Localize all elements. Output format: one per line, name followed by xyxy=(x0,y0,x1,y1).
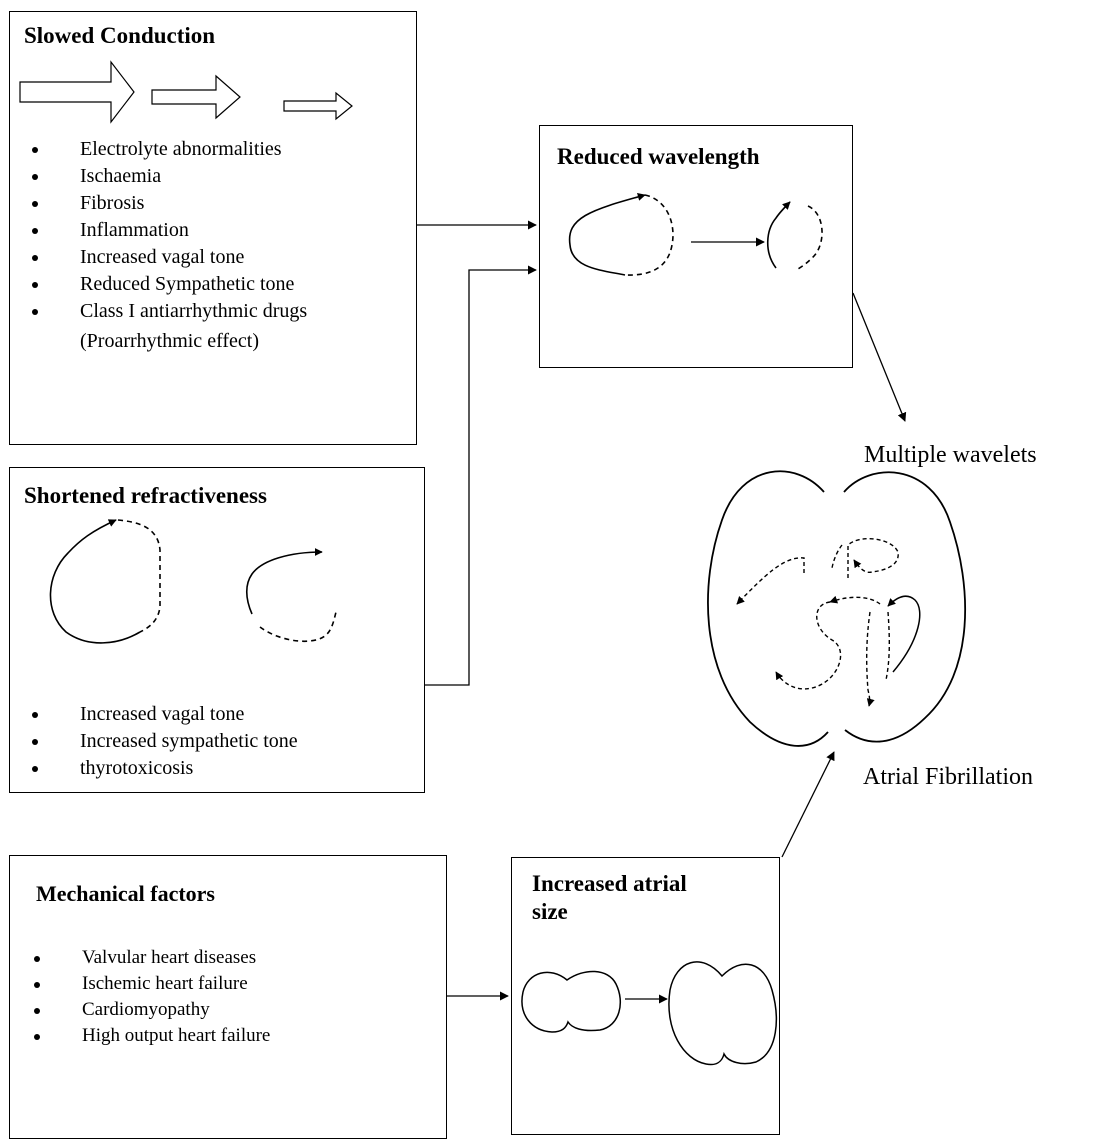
slowed-conduction-continuation: (Proarrhythmic effect) xyxy=(80,330,259,352)
connector-atrial-size-to-fibrillation xyxy=(781,751,835,858)
shortened-refractiveness-list: Increased vagal tone Increased sympathet… xyxy=(32,701,298,782)
wavelet-solid xyxy=(887,595,921,673)
list-item: Increased vagal tone xyxy=(32,701,298,728)
shortened-refractiveness-box: Shortened refractiveness Increased vagal… xyxy=(9,467,425,793)
mechanical-factors-box: Mechanical factors Valvular heart diseas… xyxy=(9,855,447,1139)
increased-atrial-size-title-1: Increased atrial xyxy=(532,871,687,896)
slowed-conduction-list: Electrolyte abnormalities Ischaemia Fibr… xyxy=(32,136,307,325)
increased-atrial-size-title-2: size xyxy=(532,899,568,924)
list-item: Ischaemia xyxy=(32,163,307,190)
list-item: Inflammation xyxy=(32,217,307,244)
mechanical-factors-title: Mechanical factors xyxy=(36,881,215,906)
slowed-conduction-box: Slowed Conduction Electrolyte abnormalit… xyxy=(9,11,417,445)
multiple-wavelets-label: Multiple wavelets xyxy=(864,442,1037,468)
list-item: Class I antiarrhythmic drugs xyxy=(32,298,307,325)
slowed-conduction-title: Slowed Conduction xyxy=(24,23,216,48)
list-item: Reduced Sympathetic tone xyxy=(32,271,307,298)
shortened-refractiveness-title: Shortened refractiveness xyxy=(24,483,267,508)
list-item: High output heart failure xyxy=(34,1023,270,1049)
decreasing-arrows-icon xyxy=(19,60,353,124)
reduced-wavelength-box: Reduced wavelength xyxy=(539,125,853,368)
list-item: Increased sympathetic tone xyxy=(32,728,298,755)
mechanical-factors-list: Valvular heart diseases Ischemic heart f… xyxy=(34,945,270,1049)
atrial-fibrillation-label: Atrial Fibrillation xyxy=(863,764,1033,790)
connector-wavelength-to-wavelets xyxy=(852,292,907,422)
increased-atrial-size-box: Increased atrial size xyxy=(511,857,780,1135)
list-item: Valvular heart diseases xyxy=(34,945,270,971)
list-item: Fibrosis xyxy=(32,190,307,217)
list-item: thyrotoxicosis xyxy=(32,755,298,782)
reduced-wavelength-title: Reduced wavelength xyxy=(557,144,760,169)
wavelet-paths xyxy=(736,537,899,707)
connector-shortened-to-wavelength xyxy=(425,265,537,686)
list-item: Electrolyte abnormalities xyxy=(32,136,307,163)
atrial-fibrillation-heart xyxy=(707,470,967,747)
list-item: Cardiomyopathy xyxy=(34,997,270,1023)
list-item: Ischemic heart failure xyxy=(34,971,270,997)
list-item: Increased vagal tone xyxy=(32,244,307,271)
